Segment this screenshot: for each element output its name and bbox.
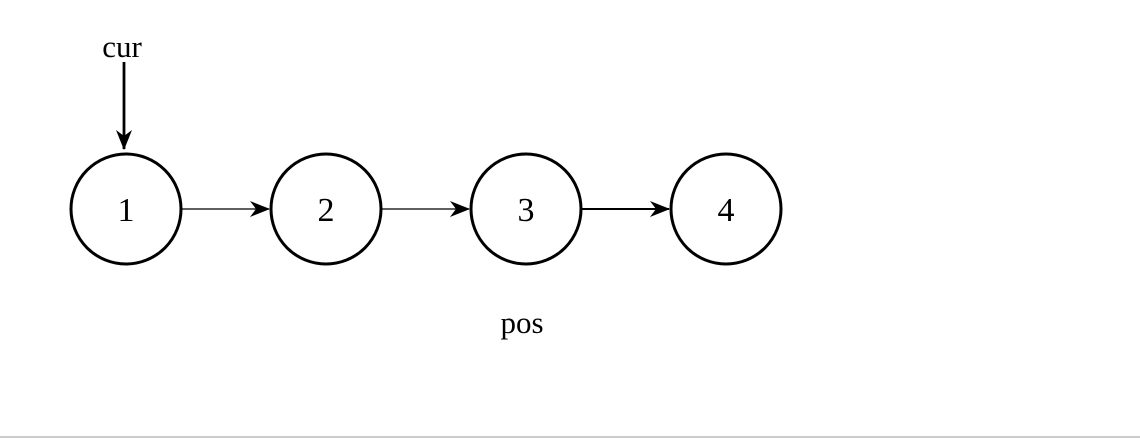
node-circle-4 [669, 152, 783, 266]
list-node-4: 4 [669, 152, 783, 266]
pos-label: pos [500, 305, 543, 340]
node-value-3: 3 [518, 192, 535, 229]
node-circle-3 [469, 152, 583, 266]
list-node-2: 2 [269, 152, 383, 266]
cur-label: cur [102, 29, 142, 64]
list-node-1: 1 [69, 152, 183, 266]
bottom-divider [0, 436, 1140, 438]
node-circle-1 [69, 152, 183, 266]
node-value-2: 2 [318, 192, 335, 229]
list-node-3: 3 [469, 152, 583, 266]
node-value-1: 1 [118, 192, 135, 229]
node-value-4: 4 [718, 192, 735, 229]
node-circle-2 [269, 152, 383, 266]
